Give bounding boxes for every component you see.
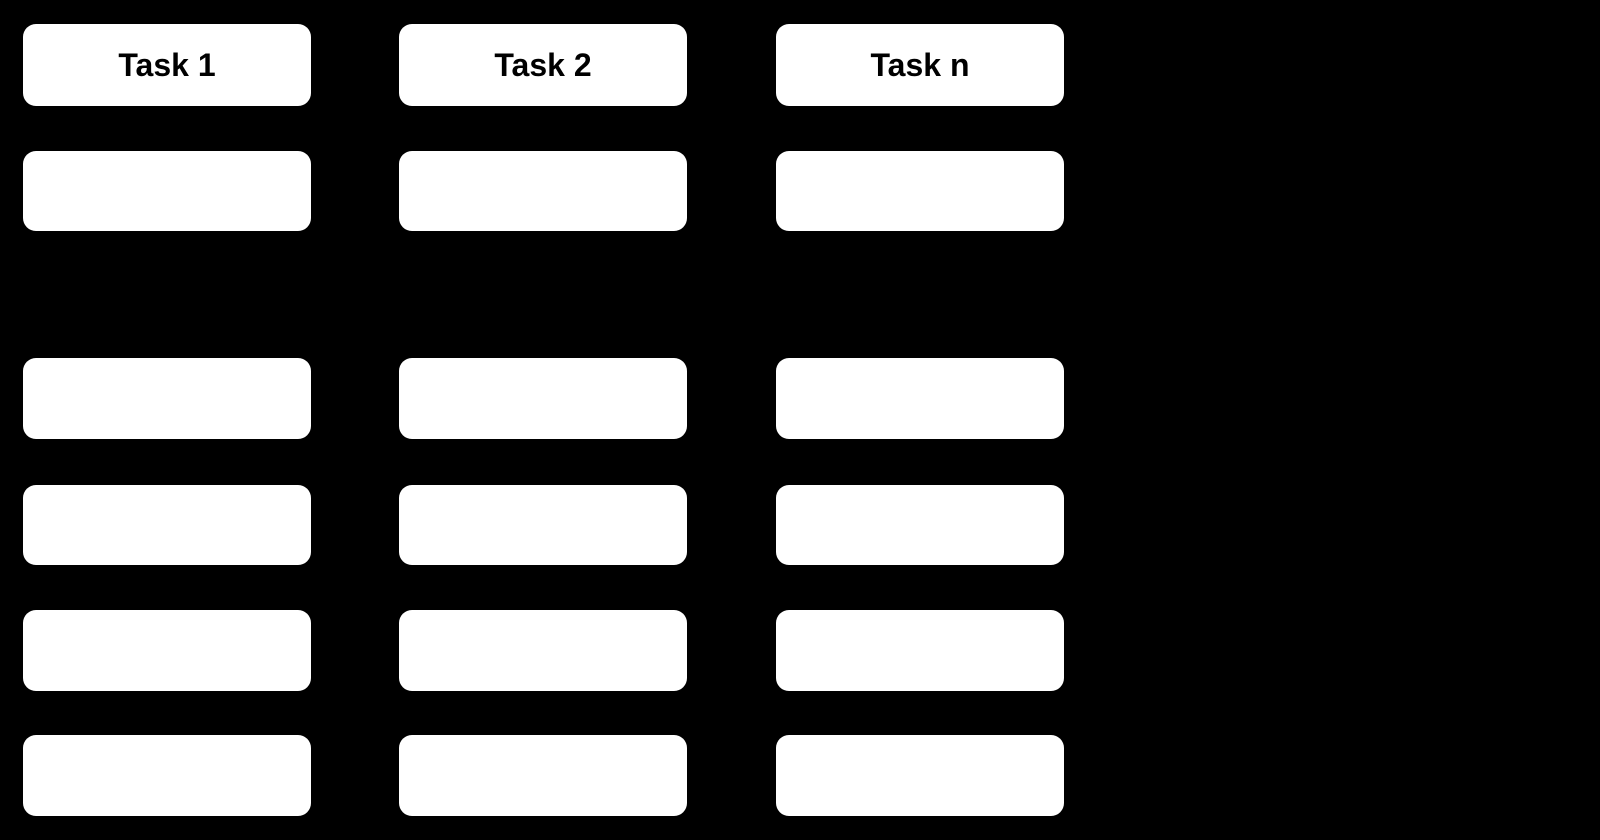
task-n-box-5 [776,735,1064,816]
task-n-box-2 [776,358,1064,439]
task-2-header-box: Task 2 [399,24,687,106]
task-1-box-3 [23,485,311,565]
task-2-box-5 [399,735,687,816]
task-2-box-1 [399,151,687,231]
task-1-header-box: Task 1 [23,24,311,106]
task-2-box-2 [399,358,687,439]
task-1-box-4 [23,610,311,691]
task-n-box-4 [776,610,1064,691]
task-2-box-3 [399,485,687,565]
task-column-1: Task 1 [23,0,311,840]
task-1-box-1 [23,151,311,231]
task-1-header-label: Task 1 [118,46,216,83]
task-n-box-3 [776,485,1064,565]
task-column-2: Task 2 [399,0,687,840]
task-2-header-label: Task 2 [494,46,592,83]
task-2-box-4 [399,610,687,691]
task-n-header-box: Task n [776,24,1064,106]
task-n-box-1 [776,151,1064,231]
task-1-box-2 [23,358,311,439]
task-n-header-label: Task n [870,46,970,83]
task-1-box-5 [23,735,311,816]
task-column-n: Task n [776,0,1064,840]
